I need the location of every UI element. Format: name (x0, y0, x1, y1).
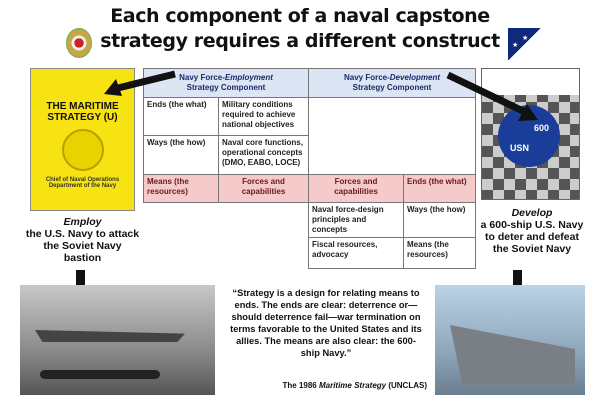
caption-text: the U.S. Navy to attack the Soviet Navy … (25, 228, 140, 264)
dev-means-label: Means (the resources) (403, 237, 476, 269)
logo-number: 600 (534, 123, 550, 133)
cno-flag-icon: ★★★★ (508, 28, 542, 60)
arrow-left-diagonal (117, 70, 176, 92)
arrow-down-left-shaft (76, 270, 85, 292)
arrow-right-diagonal (446, 71, 527, 116)
means-label: Means (the resources) (143, 174, 219, 203)
caption-text: a 600-ship U.S. Navy to deter and defeat… (480, 219, 584, 255)
warship-photo (20, 285, 215, 395)
ways-label: Ways (the how) (143, 135, 219, 175)
caption-verb: Employ (63, 216, 102, 228)
arrow-left-head (104, 79, 122, 96)
dev-means-value: Fiscal resources, advocacy (308, 237, 404, 269)
book-subtitle: Chief of Naval Operations Department of … (45, 177, 120, 189)
slide-title: Each component of a naval capstone strat… (100, 5, 500, 52)
600-ship-navy-book-cover: 600 USN (481, 68, 580, 200)
quote-source: The 1986 Maritime Strategy (UNCLAS) (282, 381, 428, 390)
shipyard-photo (435, 285, 585, 395)
forces-value: Forces and capabilities (218, 174, 309, 203)
arrow-right-head (518, 104, 538, 121)
ways-value: Naval core functions, operational concep… (218, 135, 309, 175)
navy-emblem-icon (61, 129, 104, 171)
dev-forces-label: Forces and capabilities (308, 174, 404, 203)
caption-verb: Develop (511, 207, 553, 219)
strategy-quote: “Strategy is a design for relating means… (230, 288, 422, 358)
empty-cell (308, 97, 476, 175)
employ-caption: Employ the U.S. Navy to attack the Sovie… (25, 216, 140, 264)
ends-label: Ends (the what) (143, 97, 219, 136)
arrow-down-right-shaft (513, 270, 522, 292)
dev-ends-label: Ends (the what) (403, 174, 476, 203)
ends-value: Military conditions required to achieve … (218, 97, 309, 136)
dev-ways-label: Ways (the how) (403, 202, 476, 238)
logo-text: USN (510, 143, 530, 153)
maritime-strategy-book-cover: THE MARITIME STRATEGY (U) Chief of Naval… (30, 68, 135, 211)
navy-seal-icon (66, 28, 92, 58)
book-title: THE MARITIME STRATEGY (U) (46, 101, 119, 123)
develop-caption: Develop a 600-ship U.S. Navy to deter an… (478, 207, 586, 255)
